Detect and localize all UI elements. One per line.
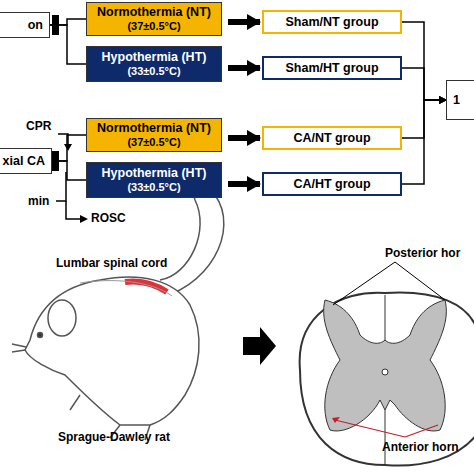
node-title: Hypothermia (HT) (102, 166, 207, 181)
rat-illustration (12, 186, 224, 440)
node-title: Hypothermia (HT) (102, 50, 207, 65)
leader-line (333, 262, 445, 305)
temperature-box: Hypothermia (HT)(33±0.5°C) (86, 162, 222, 198)
annotation-label: Anterior horn (382, 440, 459, 454)
timepoint-box: 1 (446, 80, 474, 120)
procedure-box: xial CA (0, 148, 52, 174)
node-subtitle: (37±0.5°C) (127, 136, 180, 149)
annotation-label: min (28, 194, 49, 208)
node-title: CA/NT group (293, 131, 370, 146)
lumbar-cord-mark (125, 281, 167, 292)
node-title: 1 (453, 93, 460, 108)
temperature-box: Hypothermia (HT)(33±0.5°C) (86, 46, 222, 82)
group-box: CA/NT group (262, 126, 402, 150)
node-title: CA/HT group (293, 177, 370, 192)
temperature-box: Normothermia (NT)(37±0.5°C) (86, 2, 222, 36)
block-arrow-connector (228, 181, 260, 187)
flow-connector (402, 68, 446, 100)
flow-connector (50, 25, 86, 64)
annotation-label: Posterior hor (385, 246, 460, 260)
procedure-box: on (0, 12, 50, 38)
node-title: Normothermia (NT) (97, 121, 211, 136)
node-subtitle: (33±0.5°C) (127, 65, 180, 78)
flow-connector (402, 22, 446, 100)
node-subtitle: (37±0.5°C) (127, 20, 180, 33)
block-arrow-connector (228, 65, 260, 71)
temperature-box: Normothermia (NT)(37±0.5°C) (86, 118, 222, 152)
time-line (56, 172, 66, 201)
flow-connector (402, 100, 446, 184)
arrow-head (80, 215, 88, 223)
block-arrow-connector (228, 19, 260, 25)
group-box: Sham/NT group (262, 10, 402, 34)
flow-connector (52, 161, 86, 180)
node-title: Sham/HT group (285, 61, 378, 76)
leader-line (335, 420, 438, 437)
block-arrow (243, 327, 276, 365)
node-title: Normothermia (NT) (97, 5, 211, 20)
node-title: on (28, 18, 43, 33)
flow-connector (52, 135, 86, 161)
arrow-head (64, 144, 72, 151)
node-title: Sham/NT group (285, 15, 378, 30)
spinal-cross-section (300, 293, 474, 466)
group-box: Sham/HT group (262, 56, 402, 80)
annotation-label: Lumbar spinal cord (56, 256, 167, 270)
spine-line (80, 281, 172, 296)
block-arrow-connector (228, 135, 260, 141)
group-box: CA/HT group (262, 172, 402, 196)
flow-connector (50, 19, 86, 25)
annotation-label: Sprague-Dawley rat (58, 430, 170, 444)
node-subtitle: (33±0.5°C) (127, 181, 180, 194)
arrow-head (332, 417, 340, 423)
annotation-label: CPR (26, 119, 51, 133)
node-title: xial CA (3, 154, 45, 169)
annotation-label: ROSC (91, 211, 126, 225)
